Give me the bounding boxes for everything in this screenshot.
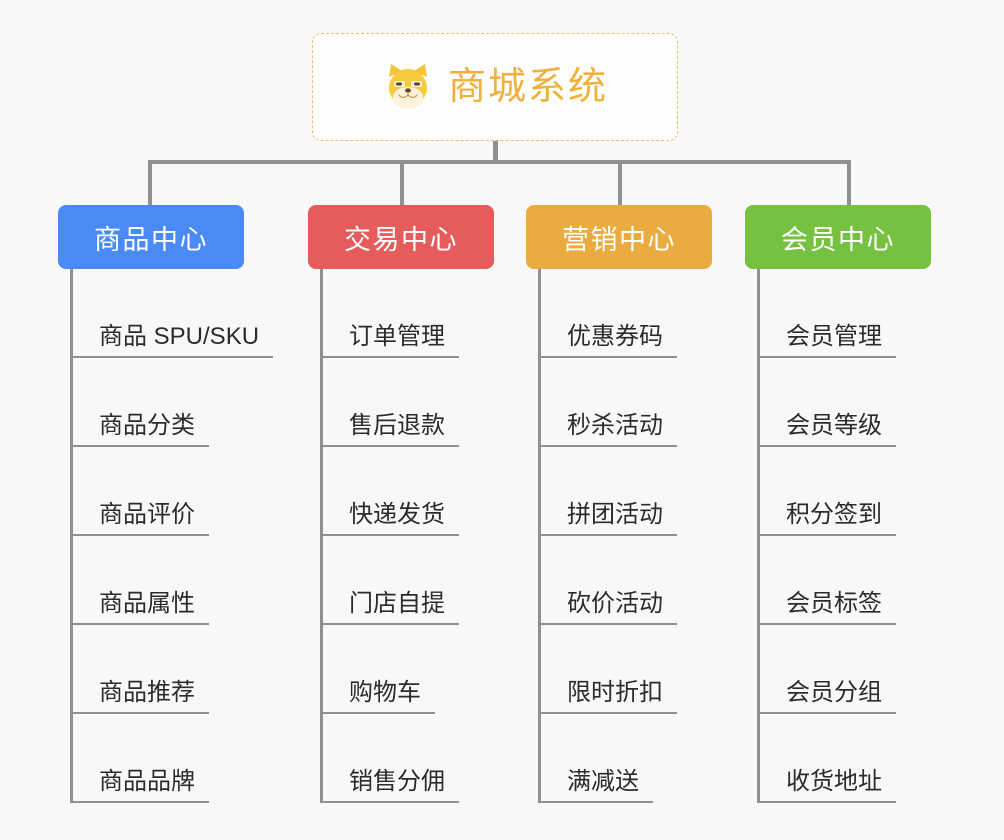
leaf-item[interactable]: 收货地址 xyxy=(760,714,931,803)
leaf-item[interactable]: 商品 SPU/SKU xyxy=(73,269,274,358)
branch-column-trade-center: 交易中心 订单管理 售后退款 快递发货 门店自提 购物车 销售分佣 xyxy=(308,205,494,803)
leaf-label: 秒杀活动 xyxy=(541,412,677,447)
root-node-商城系统[interactable]: 商城系统 xyxy=(312,33,678,141)
category-header-member-center[interactable]: 会员中心 xyxy=(745,205,931,269)
branch-spine-marketing-center: 优惠券码 秒杀活动 拼团活动 砍价活动 限时折扣 满减送 xyxy=(538,269,712,803)
leaf-label: 商品 SPU/SKU xyxy=(73,323,274,358)
leaf-item[interactable]: 商品推荐 xyxy=(73,625,244,714)
leaf-item[interactable]: 门店自提 xyxy=(323,536,494,625)
connector-root-stem xyxy=(493,141,498,164)
category-label: 会员中心 xyxy=(781,224,895,255)
leaf-item[interactable]: 商品评价 xyxy=(73,447,244,536)
leaf-item[interactable]: 快递发货 xyxy=(323,447,494,536)
root-title: 商城系统 xyxy=(447,66,608,108)
category-header-marketing-center[interactable]: 营销中心 xyxy=(526,205,712,269)
leaf-item[interactable]: 满减送 xyxy=(541,714,712,803)
leaf-item[interactable]: 积分签到 xyxy=(760,447,931,536)
branch-spine-product-center: 商品 SPU/SKU 商品分类 商品评价 商品属性 商品推荐 商品品牌 xyxy=(70,269,274,803)
leaf-label: 会员等级 xyxy=(760,412,896,447)
leaf-label: 商品评价 xyxy=(73,501,209,536)
leaf-item[interactable]: 会员标签 xyxy=(760,536,931,625)
leaf-label: 会员管理 xyxy=(760,323,896,358)
branch-column-member-center: 会员中心 会员管理 会员等级 积分签到 会员标签 会员分组 收货地址 xyxy=(745,205,931,803)
leaf-item[interactable]: 销售分佣 xyxy=(323,714,494,803)
leaf-label: 商品推荐 xyxy=(73,679,209,714)
leaf-item[interactable]: 购物车 xyxy=(323,625,494,714)
leaf-label: 收货地址 xyxy=(760,768,896,803)
leaf-label: 拼团活动 xyxy=(541,501,677,536)
leaf-label: 限时折扣 xyxy=(541,679,677,714)
connector-drop-product-center xyxy=(148,160,152,205)
leaf-label: 订单管理 xyxy=(323,323,459,358)
leaf-label: 积分签到 xyxy=(760,501,896,536)
connector-drop-marketing-center xyxy=(618,160,622,205)
category-header-product-center[interactable]: 商品中心 xyxy=(58,205,244,269)
leaf-label: 满减送 xyxy=(541,768,653,803)
leaf-label: 购物车 xyxy=(323,679,435,714)
leaf-label: 门店自提 xyxy=(323,590,459,625)
leaf-item[interactable]: 商品品牌 xyxy=(73,714,244,803)
category-label: 交易中心 xyxy=(344,224,458,255)
leaf-label: 快递发货 xyxy=(323,501,459,536)
leaf-label: 销售分佣 xyxy=(323,768,459,803)
leaf-item[interactable]: 售后退款 xyxy=(323,358,494,447)
leaf-item[interactable]: 商品分类 xyxy=(73,358,244,447)
leaf-label: 商品属性 xyxy=(73,590,209,625)
leaf-label: 会员分组 xyxy=(760,679,896,714)
category-label: 营销中心 xyxy=(562,224,676,255)
branch-spine-trade-center: 订单管理 售后退款 快递发货 门店自提 购物车 销售分佣 xyxy=(320,269,494,803)
leaf-item[interactable]: 砍价活动 xyxy=(541,536,712,625)
leaf-label: 商品品牌 xyxy=(73,768,209,803)
leaf-item[interactable]: 秒杀活动 xyxy=(541,358,712,447)
category-label: 商品中心 xyxy=(94,224,208,255)
branch-column-marketing-center: 营销中心 优惠券码 秒杀活动 拼团活动 砍价活动 限时折扣 满减送 xyxy=(526,205,712,803)
leaf-item[interactable]: 会员管理 xyxy=(760,269,931,358)
category-header-trade-center[interactable]: 交易中心 xyxy=(308,205,494,269)
leaf-label: 砍价活动 xyxy=(541,590,677,625)
connector-drop-member-center xyxy=(847,160,851,205)
branch-spine-member-center: 会员管理 会员等级 积分签到 会员标签 会员分组 收货地址 xyxy=(757,269,931,803)
leaf-item[interactable]: 订单管理 xyxy=(323,269,494,358)
leaf-item[interactable]: 拼团活动 xyxy=(541,447,712,536)
connector-drop-trade-center xyxy=(400,160,404,205)
shiba-inu-face-icon xyxy=(382,61,434,113)
leaf-item[interactable]: 会员分组 xyxy=(760,625,931,714)
leaf-item[interactable]: 会员等级 xyxy=(760,358,931,447)
leaf-label: 商品分类 xyxy=(73,412,209,447)
branch-column-product-center: 商品中心 商品 SPU/SKU 商品分类 商品评价 商品属性 商品推荐 商品品牌 xyxy=(58,205,274,803)
leaf-label: 优惠券码 xyxy=(541,323,677,358)
leaf-item[interactable]: 商品属性 xyxy=(73,536,244,625)
leaf-item[interactable]: 限时折扣 xyxy=(541,625,712,714)
leaf-item[interactable]: 优惠券码 xyxy=(541,269,712,358)
leaf-label: 售后退款 xyxy=(323,412,459,447)
leaf-label: 会员标签 xyxy=(760,590,896,625)
connector-horizontal-bus xyxy=(148,160,851,164)
